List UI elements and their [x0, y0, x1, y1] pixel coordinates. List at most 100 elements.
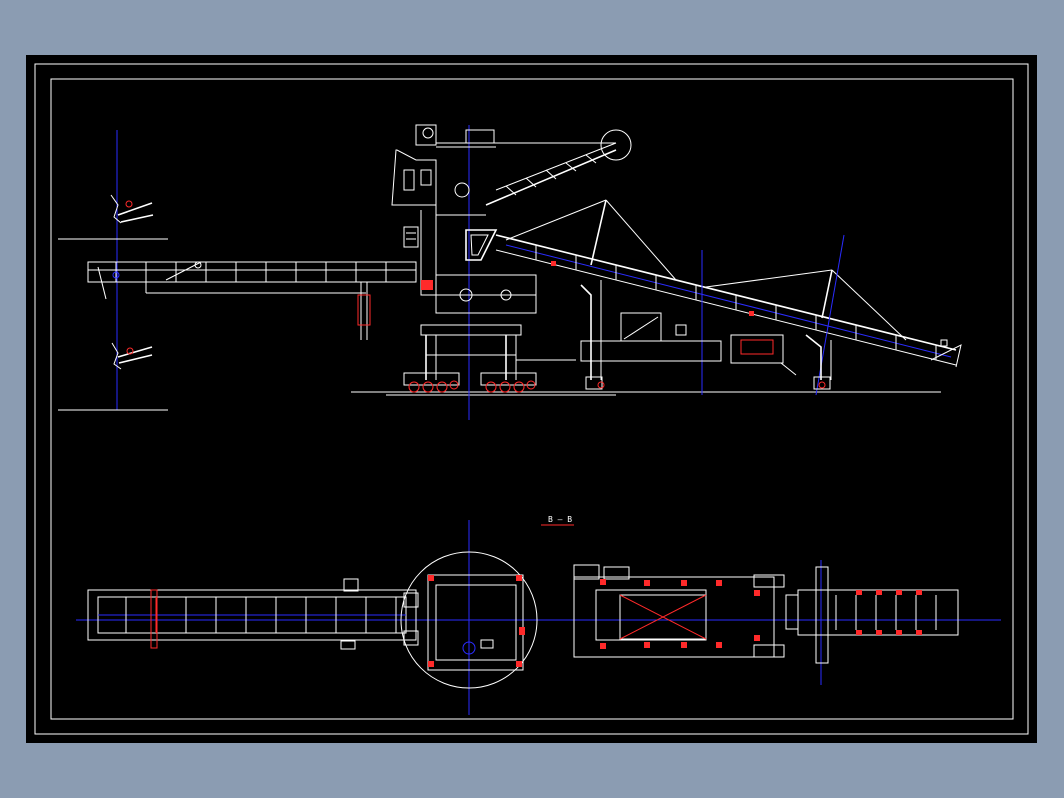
rear-conveyor-outline: [797, 589, 959, 636]
chute-upper-2: [120, 214, 154, 223]
slew-motor: [480, 639, 494, 649]
conveyor-belt-line: [505, 244, 952, 358]
counterweight-box: [465, 129, 495, 144]
counterweight-drum: [600, 129, 632, 161]
red-marker-2: [749, 311, 754, 316]
luffing-pulley: [454, 182, 470, 198]
conveyor-panels: [535, 245, 937, 360]
outer-border: [34, 63, 1029, 735]
inclined-conveyor: [495, 199, 962, 396]
window-box: [675, 324, 687, 336]
stair-house: [620, 312, 662, 342]
conveyor-bottom-chord: [495, 249, 957, 366]
top-pulley: [422, 127, 434, 139]
hanger-cylinder: [357, 294, 371, 326]
boom-truss: [87, 261, 417, 283]
mast-2: [821, 269, 833, 319]
bogie-right: [480, 372, 537, 393]
slew-red-marks: [428, 575, 525, 667]
chute-upper-body: [110, 194, 122, 224]
stay-2b: [831, 269, 907, 341]
electrical-room: [730, 334, 784, 364]
chute-upper: [117, 202, 153, 216]
cw-boom-lacing: [505, 154, 597, 196]
drive-motor: [500, 289, 512, 301]
room-brace: [780, 362, 797, 376]
boom-outline: [87, 589, 417, 641]
hopper-frame: [465, 229, 498, 261]
tower-top: [415, 124, 437, 146]
cab-window-1: [403, 169, 415, 191]
boom-box-2: [340, 640, 356, 650]
tripper-end-box: [573, 564, 600, 580]
slewing-ring: [400, 551, 538, 689]
mast-1: [590, 199, 607, 266]
cad-drawing-sheet: B — B: [26, 55, 1037, 743]
cab-window-2: [420, 169, 432, 186]
stay-1b: [605, 199, 677, 281]
boom-idlers: [125, 597, 397, 633]
rear-red-marks: [856, 590, 922, 635]
left-boom: [87, 261, 417, 340]
tripper-box-2: [603, 566, 630, 580]
slewing-inner: [435, 584, 517, 661]
bogie-left: [403, 372, 460, 393]
slewing-frame: [427, 574, 524, 671]
tail-pulley: [940, 339, 948, 347]
lower-pivot: [126, 347, 134, 355]
red-marker-1: [551, 261, 556, 266]
red-marker-deck: [421, 280, 433, 290]
inner-border: [50, 78, 1014, 720]
cw-boom-mid: [495, 142, 617, 191]
support-leg-2: [805, 334, 822, 380]
electrical-panel: [740, 339, 774, 355]
boom-panels: [115, 262, 387, 282]
machinery-house: [435, 274, 537, 314]
tripper-red-marks: [600, 579, 760, 649]
hopper-cross-2: [619, 594, 707, 640]
conveyor-tail: [930, 344, 962, 368]
rear-crossbeam: [815, 566, 829, 664]
stair: [623, 316, 659, 340]
chute-lower-2: [118, 354, 153, 364]
tripper-frame: [595, 589, 707, 641]
elevation-view: [58, 124, 962, 420]
tripper-base: [580, 340, 722, 362]
cw-boom-bottom: [485, 149, 617, 206]
rear-idlers: [835, 595, 937, 630]
slewing-circle: [400, 551, 538, 689]
boom-box: [343, 578, 359, 592]
tripper-outline: [573, 576, 775, 658]
boom-brace: [165, 261, 202, 281]
section-label: B — B: [548, 515, 572, 524]
cad-drawing: B — B: [34, 63, 1029, 735]
portal-beam: [420, 324, 522, 336]
support-leg-1: [580, 284, 592, 380]
plan-view: [76, 520, 1001, 715]
foot-1: [585, 376, 603, 390]
drive-wheel: [459, 288, 473, 302]
plan-rear-conveyor: [785, 566, 959, 664]
boom-pulley: [194, 261, 202, 269]
boom-red-bracket: [150, 589, 158, 649]
boom-head-chute: [97, 266, 107, 300]
hopper-inner: [470, 234, 489, 256]
boom-head-pulley: [112, 271, 120, 279]
stay-2a: [705, 269, 833, 288]
tower-ladder-box: [403, 226, 419, 248]
tripper-box-4: [753, 644, 785, 658]
plan-boom: [87, 578, 417, 650]
tripper-hopper: [619, 594, 707, 640]
chute-lower-body: [111, 342, 122, 370]
stay-1a: [505, 199, 607, 241]
left-clamp-1: [403, 592, 419, 608]
central-tower: [391, 124, 632, 420]
chute-lower: [117, 346, 153, 358]
left-clamp-2: [403, 630, 419, 646]
foot-2: [813, 376, 831, 390]
plan-tripper: [573, 564, 785, 658]
conveyor-top-chord: [495, 234, 957, 351]
rear-end-box: [785, 594, 799, 630]
tripper-box-3: [753, 574, 785, 588]
slew-center: [462, 641, 476, 655]
